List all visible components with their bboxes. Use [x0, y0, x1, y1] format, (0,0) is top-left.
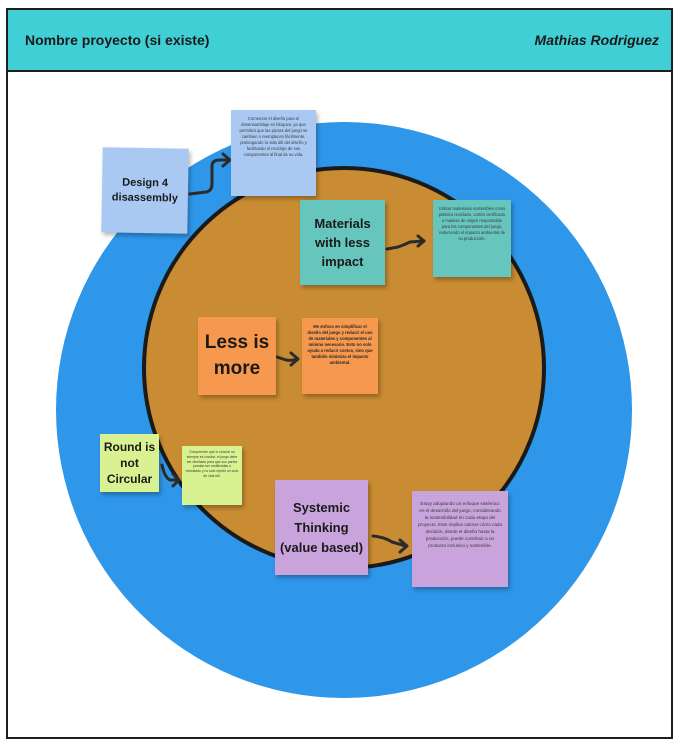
arrow-design-head — [221, 152, 232, 168]
note-round-is-not-circular-detail[interactable]: Comprender que lo circular no siempre es… — [182, 446, 242, 505]
arrow-less-head — [289, 351, 300, 367]
note-round-is-not-circular-detail-text: Comprender que lo circular no siempre es… — [185, 450, 239, 478]
note-less-is-more[interactable]: Less is more — [198, 317, 276, 395]
note-systemic-thinking-detail[interactable]: Estoy adoptando un enfoque sistémico en … — [412, 491, 508, 587]
note-design-4-disassembly[interactable]: Design 4 disassembly — [101, 147, 189, 234]
arrow-materials-to-detail — [385, 239, 426, 251]
note-less-is-more-label: Less is more — [204, 332, 270, 379]
note-design-4-disassembly-detail[interactable]: Comenzar el diseño para el desensamblaje… — [231, 110, 316, 196]
arrow-round-to-detail — [160, 463, 180, 482]
arrow-systemic-to-detail — [371, 534, 408, 548]
arrow-round-head — [171, 472, 181, 488]
note-materials-less-impact[interactable]: Materials with less impact — [300, 200, 385, 285]
note-round-is-not-circular-label: Round is not Circular — [103, 440, 156, 486]
project-title: Nombre proyecto (si existe) — [25, 32, 210, 48]
note-design-4-disassembly-detail-text: Comenzar el diseño para el desensamblaje… — [239, 116, 308, 157]
note-less-is-more-detail-text: Me enfoco en simplificar el diseño del j… — [307, 324, 373, 365]
arrow-systemic-head — [398, 538, 409, 554]
note-systemic-thinking[interactable]: Systemic Thinking (value based) — [275, 480, 368, 575]
author-name: Mathias Rodriguez — [534, 32, 659, 48]
note-systemic-thinking-detail-text: Estoy adoptando un enfoque sistémico en … — [418, 501, 502, 548]
note-design-4-disassembly-label: Design 4 disassembly — [111, 176, 178, 205]
note-materials-less-impact-detail[interactable]: Utilizar materiales sostenibles como plá… — [433, 200, 511, 277]
header-bar: Nombre proyecto (si existe) Mathias Rodr… — [8, 10, 671, 72]
note-materials-less-impact-label: Materials with less impact — [314, 216, 371, 269]
arrow-materials-head — [416, 234, 426, 248]
note-round-is-not-circular[interactable]: Round is not Circular — [100, 434, 159, 492]
note-materials-less-impact-detail-text: Utilizar materiales sostenibles como plá… — [438, 206, 506, 241]
note-less-is-more-detail[interactable]: Me enfoco en simplificar el diseño del j… — [302, 318, 378, 394]
arrow-design-to-detail — [188, 158, 232, 196]
note-systemic-thinking-label: Systemic Thinking (value based) — [279, 499, 364, 555]
